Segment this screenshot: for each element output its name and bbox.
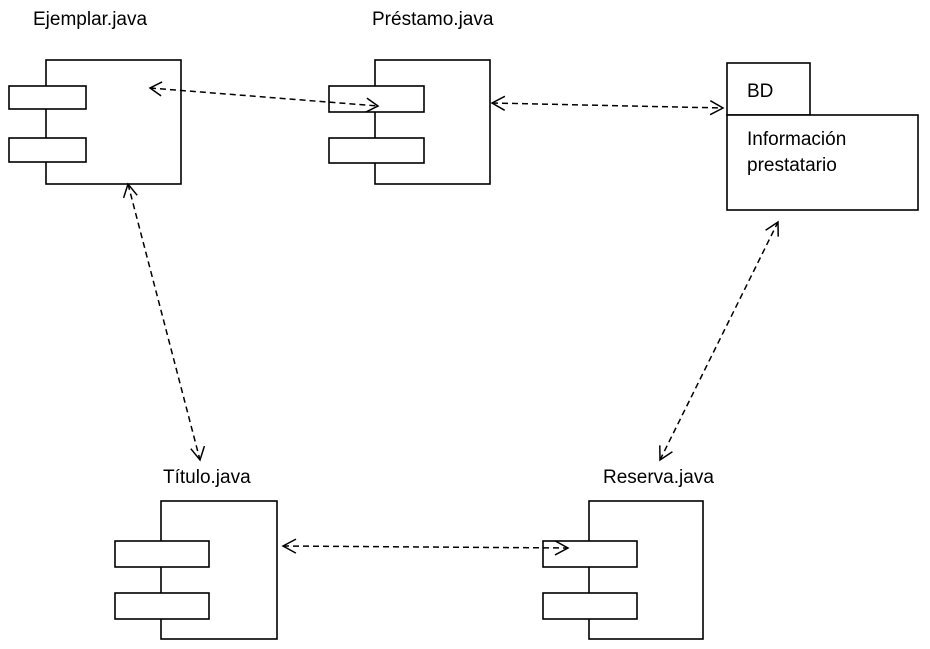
component-label-titulo: Título.java	[163, 467, 251, 488]
component-body	[374, 59, 491, 185]
package-bd: BD Información prestatario	[726, 62, 919, 211]
component-prestamo: Préstamo.java	[328, 9, 494, 185]
component-label-ejemplar: Ejemplar.java	[33, 9, 147, 30]
dependency-reserva-bd	[659, 220, 779, 462]
arrowhead	[765, 220, 779, 237]
arrowhead	[709, 100, 725, 116]
arrowhead	[281, 538, 297, 554]
arrowhead	[122, 182, 138, 199]
component-label-prestamo: Préstamo.java	[372, 9, 494, 30]
dependency-line	[659, 221, 779, 461]
component-port	[8, 85, 87, 110]
dependency-line	[149, 87, 379, 107]
component-body	[45, 59, 182, 185]
dependency-ejemplar-titulo	[122, 182, 206, 462]
component-port	[8, 137, 87, 163]
dependency-line	[282, 545, 569, 549]
component-port	[328, 137, 425, 164]
component-label-reserva: Reserva.java	[603, 467, 714, 488]
package-body-line2: prestatario	[747, 155, 837, 176]
package-body	[726, 114, 919, 211]
component-port	[114, 540, 210, 568]
arrowhead	[554, 540, 570, 556]
dependency-line	[127, 183, 201, 461]
component-titulo: Título.java	[114, 467, 278, 640]
arrowhead	[190, 445, 206, 462]
component-port	[114, 592, 210, 620]
dependency-ejemplar-prestamo	[148, 81, 380, 113]
package-tab	[726, 62, 811, 116]
component-port	[328, 85, 425, 113]
arrowhead	[365, 97, 380, 113]
component-reserva: Reserva.java	[542, 467, 714, 640]
component-port	[542, 540, 638, 568]
package-body-line1: Información	[747, 129, 846, 150]
arrowhead	[490, 95, 506, 111]
arrowhead	[148, 81, 163, 97]
dependency-prestamo-bd	[490, 95, 725, 116]
dependency-line	[491, 102, 724, 109]
arrowhead	[659, 445, 673, 462]
component-ejemplar: Ejemplar.java	[8, 9, 182, 185]
dependency-titulo-reserva	[281, 538, 570, 556]
component-port	[542, 592, 638, 620]
package-tab-label: BD	[747, 81, 773, 102]
